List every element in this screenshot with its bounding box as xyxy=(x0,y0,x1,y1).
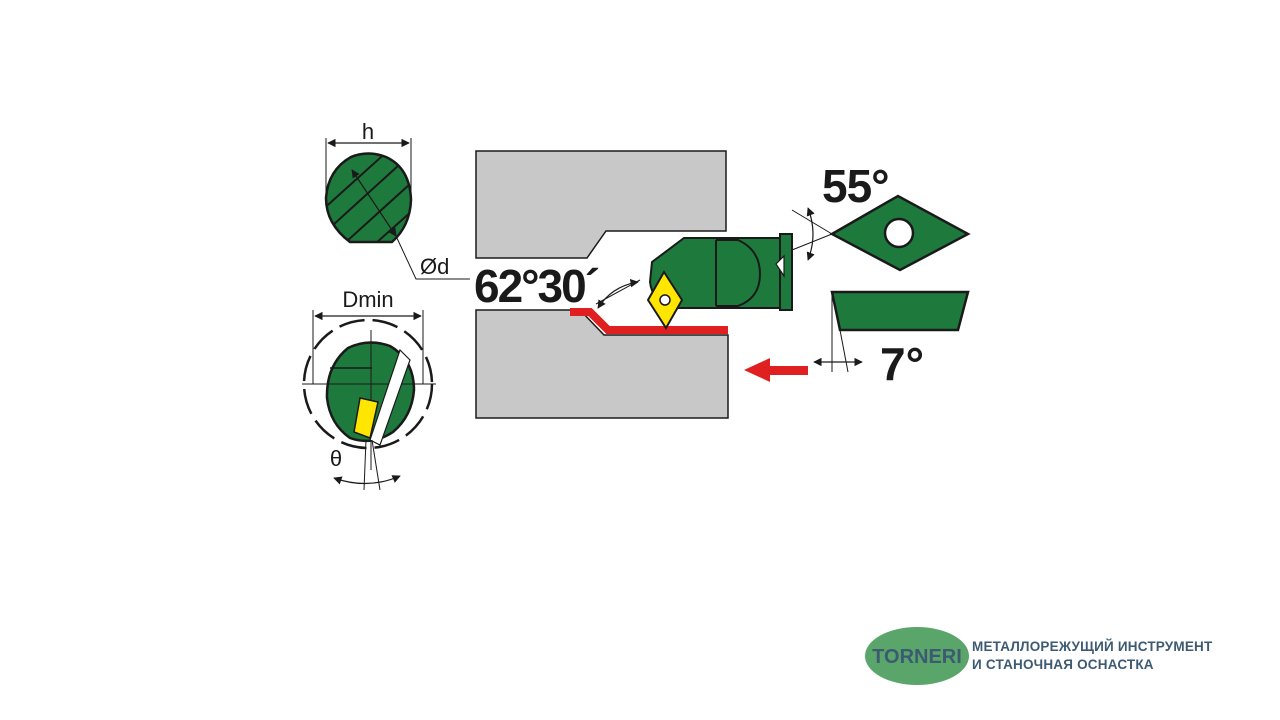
boring-bar-shank-end xyxy=(779,233,793,311)
bore-end-view: Dmin θ xyxy=(302,287,436,491)
bar-end-body xyxy=(325,341,416,443)
diameter-label: Ød xyxy=(420,254,449,279)
cut-path xyxy=(570,308,728,334)
approach-angle-label: 62°30´ xyxy=(474,260,599,312)
insert-angle-label: 55° xyxy=(822,160,889,212)
approach-angle-arc xyxy=(597,279,639,309)
workpiece-upper xyxy=(475,150,727,259)
workpiece xyxy=(475,150,729,419)
inclination-arc xyxy=(333,475,401,485)
brand-logo-text: TORNERI xyxy=(872,646,962,668)
diameter-dimension-line xyxy=(351,169,397,237)
end-view-insert xyxy=(353,397,379,440)
insert-top-view: 55° xyxy=(791,160,971,272)
insert-hole xyxy=(883,217,915,249)
insert-angle-arc xyxy=(806,207,815,261)
feed-arrow xyxy=(744,358,808,382)
insert-side-profile xyxy=(830,290,970,332)
boring-bar xyxy=(646,233,793,330)
brand-tagline-line1: МЕТАЛЛОРЕЖУЩИЙ ИНСТРУМЕНТ xyxy=(972,639,1213,654)
height-label: h xyxy=(362,119,374,144)
brand-logo: TORNERI xyxy=(865,627,969,685)
inclination-label: θ xyxy=(330,446,342,471)
min-diameter-label: Dmin xyxy=(342,287,393,312)
bar-end-flat xyxy=(369,348,411,446)
boring-bar-clamp xyxy=(716,239,762,307)
clearance-angle-label: 7° xyxy=(880,338,924,390)
shank-cross-section: h Ød xyxy=(324,119,470,280)
brand-block: TORNERI МЕТАЛЛОРЕЖУЩИЙ ИНСТРУМЕНТ И СТАН… xyxy=(864,626,1264,686)
approach-angle-group: 62°30´ xyxy=(474,260,641,312)
insert-side-view: 7° xyxy=(813,290,970,390)
brand-tagline-line2: И СТАНОЧНАЯ ОСНАСТКА xyxy=(972,657,1154,672)
